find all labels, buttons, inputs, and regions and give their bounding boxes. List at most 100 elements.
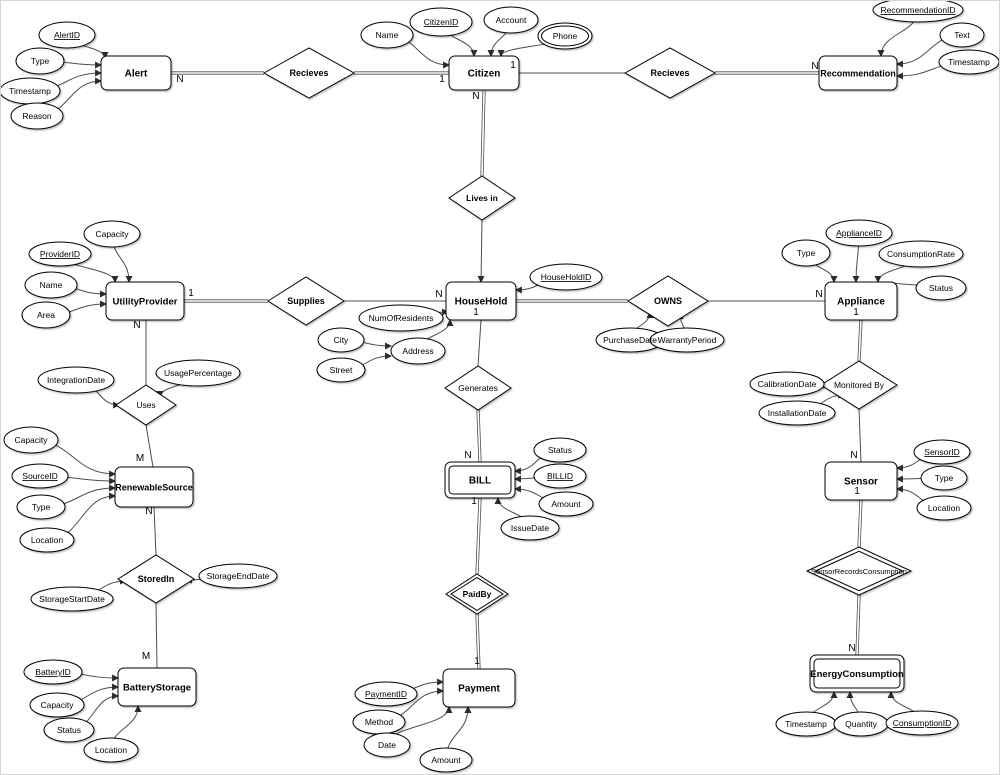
attribute-ellipse bbox=[317, 327, 365, 353]
attribute-appliance-type[interactable] bbox=[781, 239, 831, 267]
entity-utility-provider[interactable] bbox=[105, 281, 185, 321]
attribute-bill-status[interactable] bbox=[533, 437, 587, 463]
relationship-monitored-by[interactable] bbox=[820, 360, 898, 410]
relationship-recieves-right[interactable] bbox=[623, 47, 717, 99]
attribute-appliance-id[interactable] bbox=[825, 219, 893, 247]
attribute-ellipse bbox=[878, 240, 964, 268]
entity-inner-box bbox=[813, 658, 901, 689]
attribute-sensor-location[interactable] bbox=[916, 495, 972, 521]
entity-payment[interactable] bbox=[442, 668, 516, 708]
attribute-battery-capacity[interactable] bbox=[29, 692, 85, 718]
attribute-battery-id[interactable] bbox=[23, 659, 83, 685]
attribute-battery-status[interactable] bbox=[43, 717, 95, 743]
attribute-recommendation-timestamp[interactable] bbox=[938, 49, 999, 75]
attribute-bill-id[interactable] bbox=[533, 463, 587, 489]
attribute-alert-type[interactable] bbox=[15, 47, 65, 75]
entity-appliance[interactable] bbox=[824, 281, 898, 321]
attribute-ellipse bbox=[360, 21, 414, 49]
relationship-inner-diamond bbox=[450, 577, 504, 611]
attribute-label: SourceID bbox=[22, 471, 57, 481]
attribute-provider-id[interactable] bbox=[28, 241, 92, 267]
attribute-label: City bbox=[334, 335, 349, 345]
attribute-appliance-status[interactable] bbox=[915, 275, 967, 301]
attribute-ellipse bbox=[500, 515, 560, 541]
attribute-alert-reason[interactable] bbox=[10, 102, 64, 130]
attribute-address-city[interactable] bbox=[317, 327, 365, 353]
attribute-label: StorageStartDate bbox=[39, 594, 105, 604]
attribute-alert-id[interactable] bbox=[38, 21, 96, 49]
attribute-issue-date[interactable] bbox=[500, 515, 560, 541]
attribute-bill-amount[interactable] bbox=[538, 491, 594, 517]
relationship-stored-in[interactable] bbox=[117, 554, 195, 604]
relationship-supplies[interactable] bbox=[267, 276, 345, 326]
entity-inner-box bbox=[448, 465, 512, 495]
attribute-recommendation-id[interactable] bbox=[872, 1, 964, 23]
attribute-label: RecommendationID bbox=[880, 5, 955, 15]
entity-box bbox=[100, 55, 172, 91]
attribute-household-id[interactable] bbox=[529, 263, 603, 291]
attribute-ellipse bbox=[533, 463, 587, 489]
edge-core-paid-by--payment bbox=[476, 613, 480, 670]
attribute-usage-percentage[interactable] bbox=[155, 359, 241, 387]
attribute-label: StorageEndDate bbox=[207, 571, 270, 581]
entity-sensor[interactable] bbox=[824, 461, 898, 501]
entity-household[interactable] bbox=[445, 281, 517, 321]
entity-bill[interactable] bbox=[444, 461, 516, 499]
attribute-payment-amount[interactable] bbox=[419, 747, 473, 773]
attribute-payment-date[interactable] bbox=[363, 732, 411, 758]
attribute-ellipse bbox=[938, 49, 999, 75]
attribute-warranty-period[interactable] bbox=[649, 327, 725, 353]
attribute-calibration-date[interactable] bbox=[749, 371, 825, 397]
attribute-label: Account bbox=[496, 15, 527, 25]
attribute-storage-end-date[interactable] bbox=[198, 563, 278, 589]
attribute-source-capacity[interactable] bbox=[3, 426, 59, 454]
attribute-installation-date[interactable] bbox=[758, 400, 836, 426]
attribute-ec-consumption-id[interactable] bbox=[885, 710, 959, 736]
attribute-source-type[interactable] bbox=[16, 494, 66, 520]
attribute-sensor-type[interactable] bbox=[920, 465, 968, 491]
entity-label: Recommendation bbox=[820, 69, 896, 79]
attribute-citizen-id[interactable] bbox=[409, 7, 473, 37]
attribute-source-id[interactable] bbox=[11, 463, 69, 489]
attribute-recommendation-text[interactable] bbox=[939, 22, 985, 48]
relationship-generates[interactable] bbox=[444, 365, 512, 411]
attribute-provider-capacity[interactable] bbox=[83, 220, 141, 248]
attribute-payment-id[interactable] bbox=[354, 681, 418, 707]
relationship-sensor-records-consumption[interactable] bbox=[805, 546, 913, 596]
attribute-ellipse bbox=[825, 219, 893, 247]
attribute-ellipse bbox=[83, 737, 139, 763]
relationship-lives-in[interactable] bbox=[448, 175, 516, 221]
relationship-recieves-left[interactable] bbox=[262, 47, 356, 99]
attribute-num-of-residents[interactable] bbox=[358, 304, 444, 332]
attribute-consumption-rate[interactable] bbox=[878, 240, 964, 268]
attribute-source-location[interactable] bbox=[19, 527, 75, 553]
attribute-sensor-id[interactable] bbox=[913, 439, 971, 465]
entity-alert[interactable] bbox=[100, 55, 172, 91]
cardinality-label: M bbox=[142, 651, 150, 662]
attribute-household-address[interactable] bbox=[390, 337, 446, 365]
entity-energy-consumption[interactable] bbox=[809, 654, 905, 693]
attribute-label: Capacity bbox=[95, 229, 129, 239]
attribute-citizen-name[interactable] bbox=[360, 21, 414, 49]
attribute-battery-location[interactable] bbox=[83, 737, 139, 763]
entity-renewable-source[interactable] bbox=[114, 466, 194, 508]
entity-battery-storage[interactable] bbox=[117, 667, 197, 707]
attribute-citizen-phone[interactable] bbox=[537, 22, 593, 50]
entity-recommendation[interactable] bbox=[818, 55, 898, 91]
relationship-uses[interactable] bbox=[115, 384, 177, 426]
entity-box bbox=[809, 654, 905, 693]
attribute-label: Date bbox=[378, 740, 396, 750]
entity-citizen[interactable] bbox=[448, 55, 520, 91]
attribute-address-street[interactable] bbox=[316, 357, 366, 383]
attribute-storage-start-date[interactable] bbox=[30, 586, 114, 612]
attribute-label: Location bbox=[95, 745, 127, 755]
attribute-ellipse bbox=[390, 337, 446, 365]
attribute-integration-date[interactable] bbox=[37, 366, 115, 394]
attribute-provider-name[interactable] bbox=[24, 271, 78, 299]
attribute-citizen-account[interactable] bbox=[483, 6, 539, 34]
attribute-provider-area[interactable] bbox=[21, 301, 71, 329]
relationship-paid-by[interactable] bbox=[445, 573, 509, 615]
attribute-label: IssueDate bbox=[511, 523, 550, 533]
relationship-owns[interactable] bbox=[627, 275, 709, 327]
